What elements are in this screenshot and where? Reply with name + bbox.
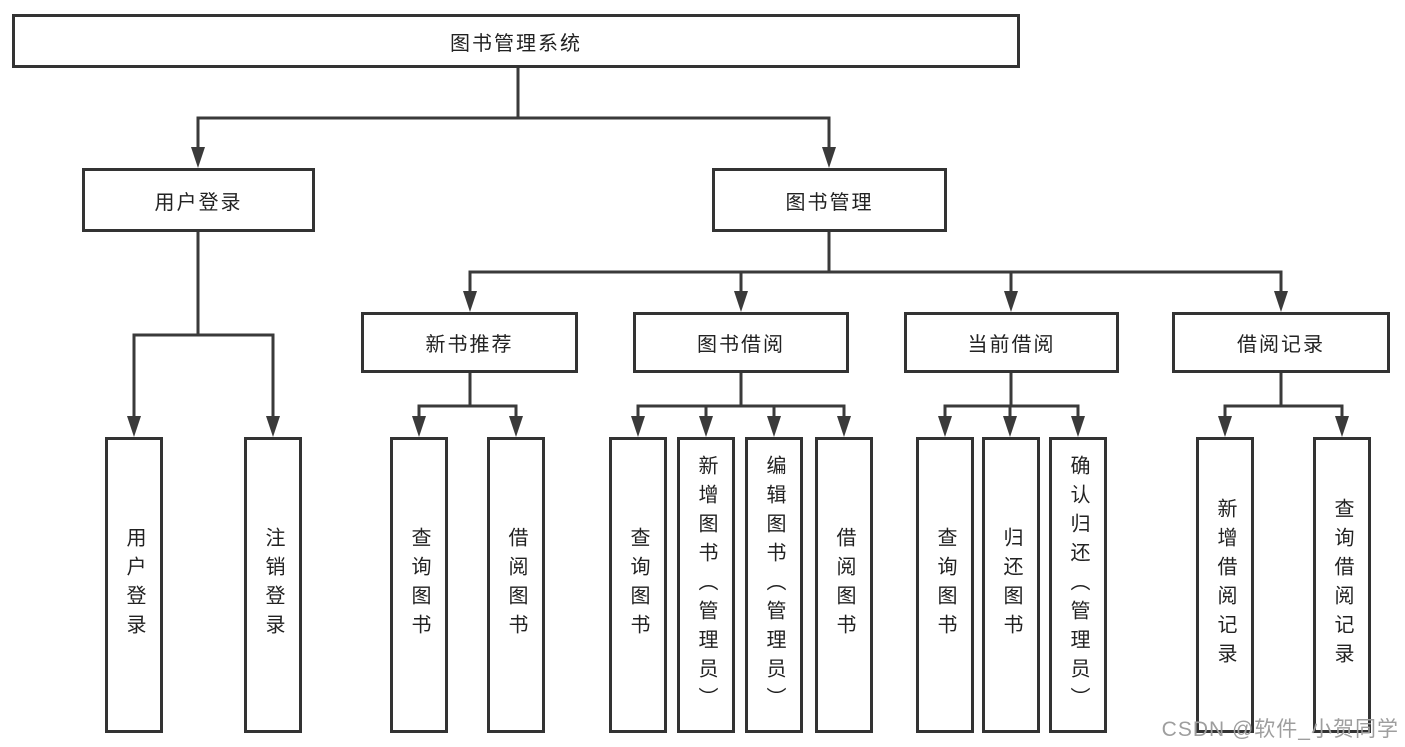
node-new-book-recommend-label: 新书推荐 bbox=[425, 334, 514, 356]
node-borrow-records: 借阅记录 bbox=[1172, 312, 1390, 373]
leaf-logout: 注销登录 bbox=[244, 437, 302, 733]
node-root-system: 图书管理系统 bbox=[12, 14, 1020, 68]
leaf-add-book-admin: 新增图书（管理员） bbox=[677, 437, 735, 733]
leaf-current-query-books-label: 查询图书 bbox=[934, 527, 956, 643]
leaf-add-book-admin-label: 新增图书（管理员） bbox=[695, 454, 717, 716]
leaf-recommend-borrow-books-label: 借阅图书 bbox=[505, 527, 527, 643]
leaf-confirm-return-admin-label: 确认归还（管理员） bbox=[1067, 454, 1089, 716]
leaf-recommend-borrow-books: 借阅图书 bbox=[487, 437, 545, 733]
leaf-logout-label: 注销登录 bbox=[262, 527, 284, 643]
leaf-borrow-query-books-label: 查询图书 bbox=[627, 527, 649, 643]
leaf-return-books-label: 归还图书 bbox=[1000, 527, 1022, 643]
node-user-login-label: 用户登录 bbox=[154, 191, 243, 214]
leaf-current-query-books: 查询图书 bbox=[916, 437, 974, 733]
node-book-management: 图书管理 bbox=[712, 168, 947, 232]
node-book-borrow-label: 图书借阅 bbox=[697, 334, 785, 356]
leaf-borrow-query-books: 查询图书 bbox=[609, 437, 667, 733]
leaf-borrow-borrow-books-label: 借阅图书 bbox=[833, 527, 855, 643]
csdn-watermark: CSDN @软件_小贺同学 bbox=[1161, 718, 1399, 741]
leaf-add-borrow-record: 新增借阅记录 bbox=[1196, 437, 1254, 733]
node-new-book-recommend: 新书推荐 bbox=[361, 312, 578, 373]
leaf-edit-book-admin-label: 编辑图书（管理员） bbox=[763, 454, 785, 716]
node-user-login: 用户登录 bbox=[82, 168, 315, 232]
leaf-recommend-query-books-label: 查询图书 bbox=[408, 527, 430, 643]
leaf-recommend-query-books: 查询图书 bbox=[390, 437, 448, 733]
leaf-return-books: 归还图书 bbox=[982, 437, 1040, 733]
leaf-confirm-return-admin: 确认归还（管理员） bbox=[1049, 437, 1107, 733]
leaf-user-login: 用户登录 bbox=[105, 437, 163, 733]
node-root-system-label: 图书管理系统 bbox=[450, 32, 582, 55]
node-book-management-label: 图书管理 bbox=[785, 191, 874, 214]
leaf-query-borrow-record: 查询借阅记录 bbox=[1313, 437, 1371, 733]
node-current-borrow: 当前借阅 bbox=[904, 312, 1119, 373]
node-current-borrow-label: 当前借阅 bbox=[967, 334, 1056, 356]
leaf-add-borrow-record-label: 新增借阅记录 bbox=[1214, 498, 1236, 672]
leaf-borrow-borrow-books: 借阅图书 bbox=[815, 437, 873, 733]
leaf-edit-book-admin: 编辑图书（管理员） bbox=[745, 437, 803, 733]
leaf-query-borrow-record-label: 查询借阅记录 bbox=[1331, 498, 1353, 672]
node-borrow-records-label: 借阅记录 bbox=[1237, 334, 1325, 356]
node-book-borrow: 图书借阅 bbox=[633, 312, 849, 373]
leaf-user-login-label: 用户登录 bbox=[123, 527, 145, 643]
